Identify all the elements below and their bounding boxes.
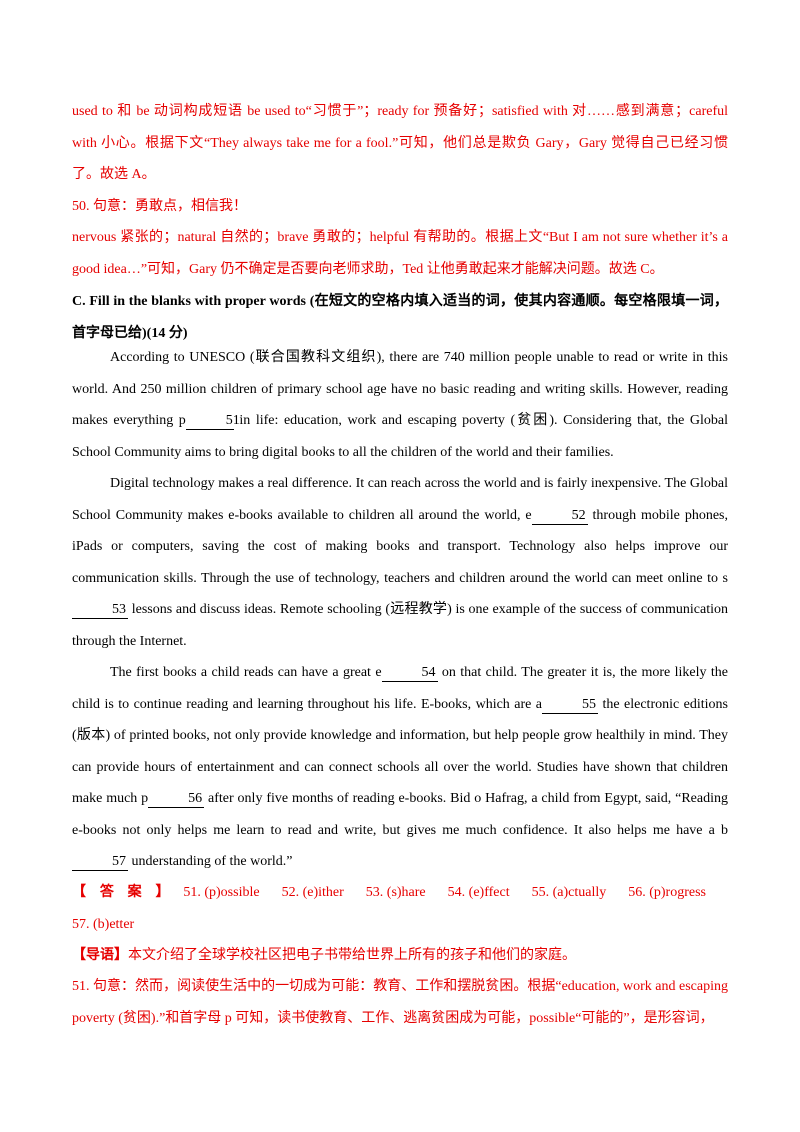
guide-text: 本文介绍了全球学校社区把电子书带给世界上所有的孩子和他们的家庭。 (128, 948, 576, 963)
passage-paragraph-2: Digital technology makes a real differen… (72, 468, 728, 657)
blank-51[interactable]: 51 (185, 413, 240, 430)
answer-item: 55. (a)ctually (531, 885, 607, 900)
blank-57[interactable]: 57 (72, 854, 128, 871)
answer-item: 52. (e)ither (281, 885, 344, 900)
passage-text: after only five months of reading e-book… (72, 791, 728, 838)
blank-54[interactable]: 54 (381, 665, 438, 682)
blank-52[interactable]: 52 (531, 508, 588, 525)
answer-item: 51. (p)ossible (183, 885, 260, 900)
answer-item: 53. (s)hare (365, 885, 426, 900)
answer-key: 【答案】51. (p)ossible 52. (e)ither 53. (s)har… (72, 877, 728, 940)
blank-53[interactable]: 53 (72, 602, 128, 619)
passage-text: through mobile phones, iPads or computer… (72, 507, 728, 586)
answer-label: 【答案】 (72, 885, 184, 900)
passage-paragraph-3: The first books a child reads can have a… (72, 657, 728, 878)
guide-label: 【导语】 (72, 948, 128, 963)
passage-text: understanding of the world.” (128, 854, 293, 869)
passage-text: the electronic editions (版本) of printed … (72, 696, 728, 807)
q51-explanation: 51. 句意：然而，阅读使生活中的一切成为可能：教育、工作和摆脱贫困。根据“ed… (72, 979, 728, 1026)
passage-text: in life: education, work and escaping po… (72, 413, 728, 460)
answer-item: 57. (b)etter (72, 916, 135, 932)
q50-title: 50. 句意：勇敢点，相信我！ (72, 199, 247, 214)
q49-explanation: used to 和 be 动词构成短语 be used to“习惯于”；read… (72, 104, 728, 182)
answer-item: 56. (p)rogress (628, 885, 706, 900)
passage-text: Digital technology makes a real differen… (72, 476, 728, 523)
section-c-title: C. Fill in the blanks with proper words … (72, 294, 728, 341)
blank-55[interactable]: 55 (542, 697, 599, 714)
passage-text: According to UNESCO (联合国教科文组织), there ar… (72, 350, 728, 428)
passage-text: lessons and discuss ideas. Remote school… (72, 602, 728, 649)
passage-text: The first books a child reads can have a… (110, 665, 382, 680)
q50-explanation: nervous 紧张的；natural 自然的；brave 勇敢的；helpfu… (72, 230, 728, 277)
answer-item: 54. (e)ffect (447, 885, 510, 900)
passage-text: on that child. The greater it is, the mo… (72, 665, 728, 712)
guide: 【导语】本文介绍了全球学校社区把电子书带给世界上所有的孩子和他们的家庭。 (72, 940, 728, 972)
blank-56[interactable]: 56 (148, 791, 205, 808)
passage-paragraph-1: According to UNESCO (联合国教科文组织), there ar… (72, 342, 728, 468)
